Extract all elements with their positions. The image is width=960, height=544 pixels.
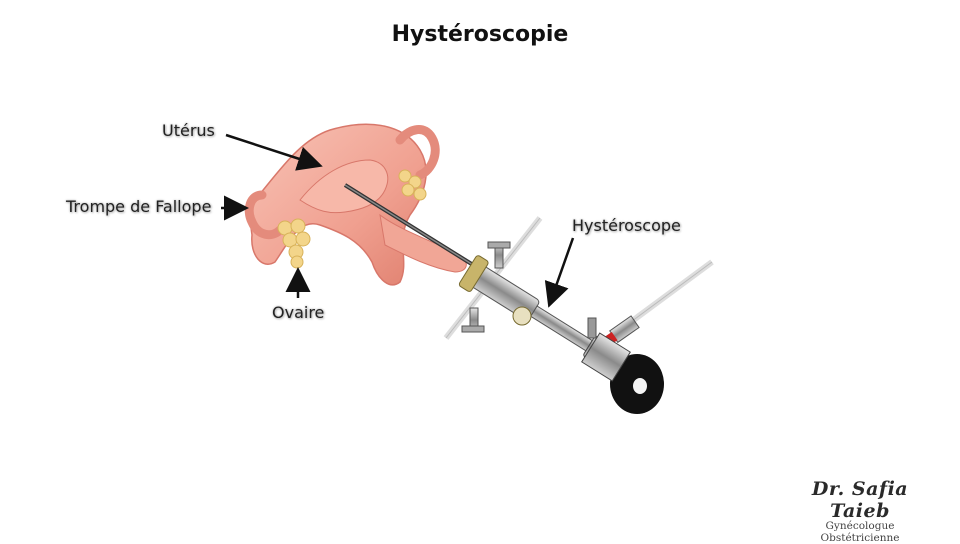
hysteroscope-arrow <box>544 237 575 308</box>
label-uterus: Utérus <box>162 121 215 140</box>
ovary-left <box>277 218 311 269</box>
hysteroscope-drawing <box>343 183 714 414</box>
signature-subtitle: Gynécologue Obstétricienne <box>820 520 900 544</box>
label-ovaire: Ovaire <box>272 303 325 322</box>
page-title: Hystéroscopie <box>391 22 569 47</box>
label-trompe: Trompe de Fallope <box>66 197 212 216</box>
ovary-right <box>398 169 427 201</box>
signature-logo: Dr. Safia Taieb Gynécologue Obstétricien… <box>790 478 930 544</box>
uterus-arrow <box>225 133 323 171</box>
label-hysteroscope: Hystéroscope <box>572 216 681 235</box>
signature-name: Dr. Safia Taieb <box>811 478 909 522</box>
uterus-drawing <box>244 123 467 286</box>
